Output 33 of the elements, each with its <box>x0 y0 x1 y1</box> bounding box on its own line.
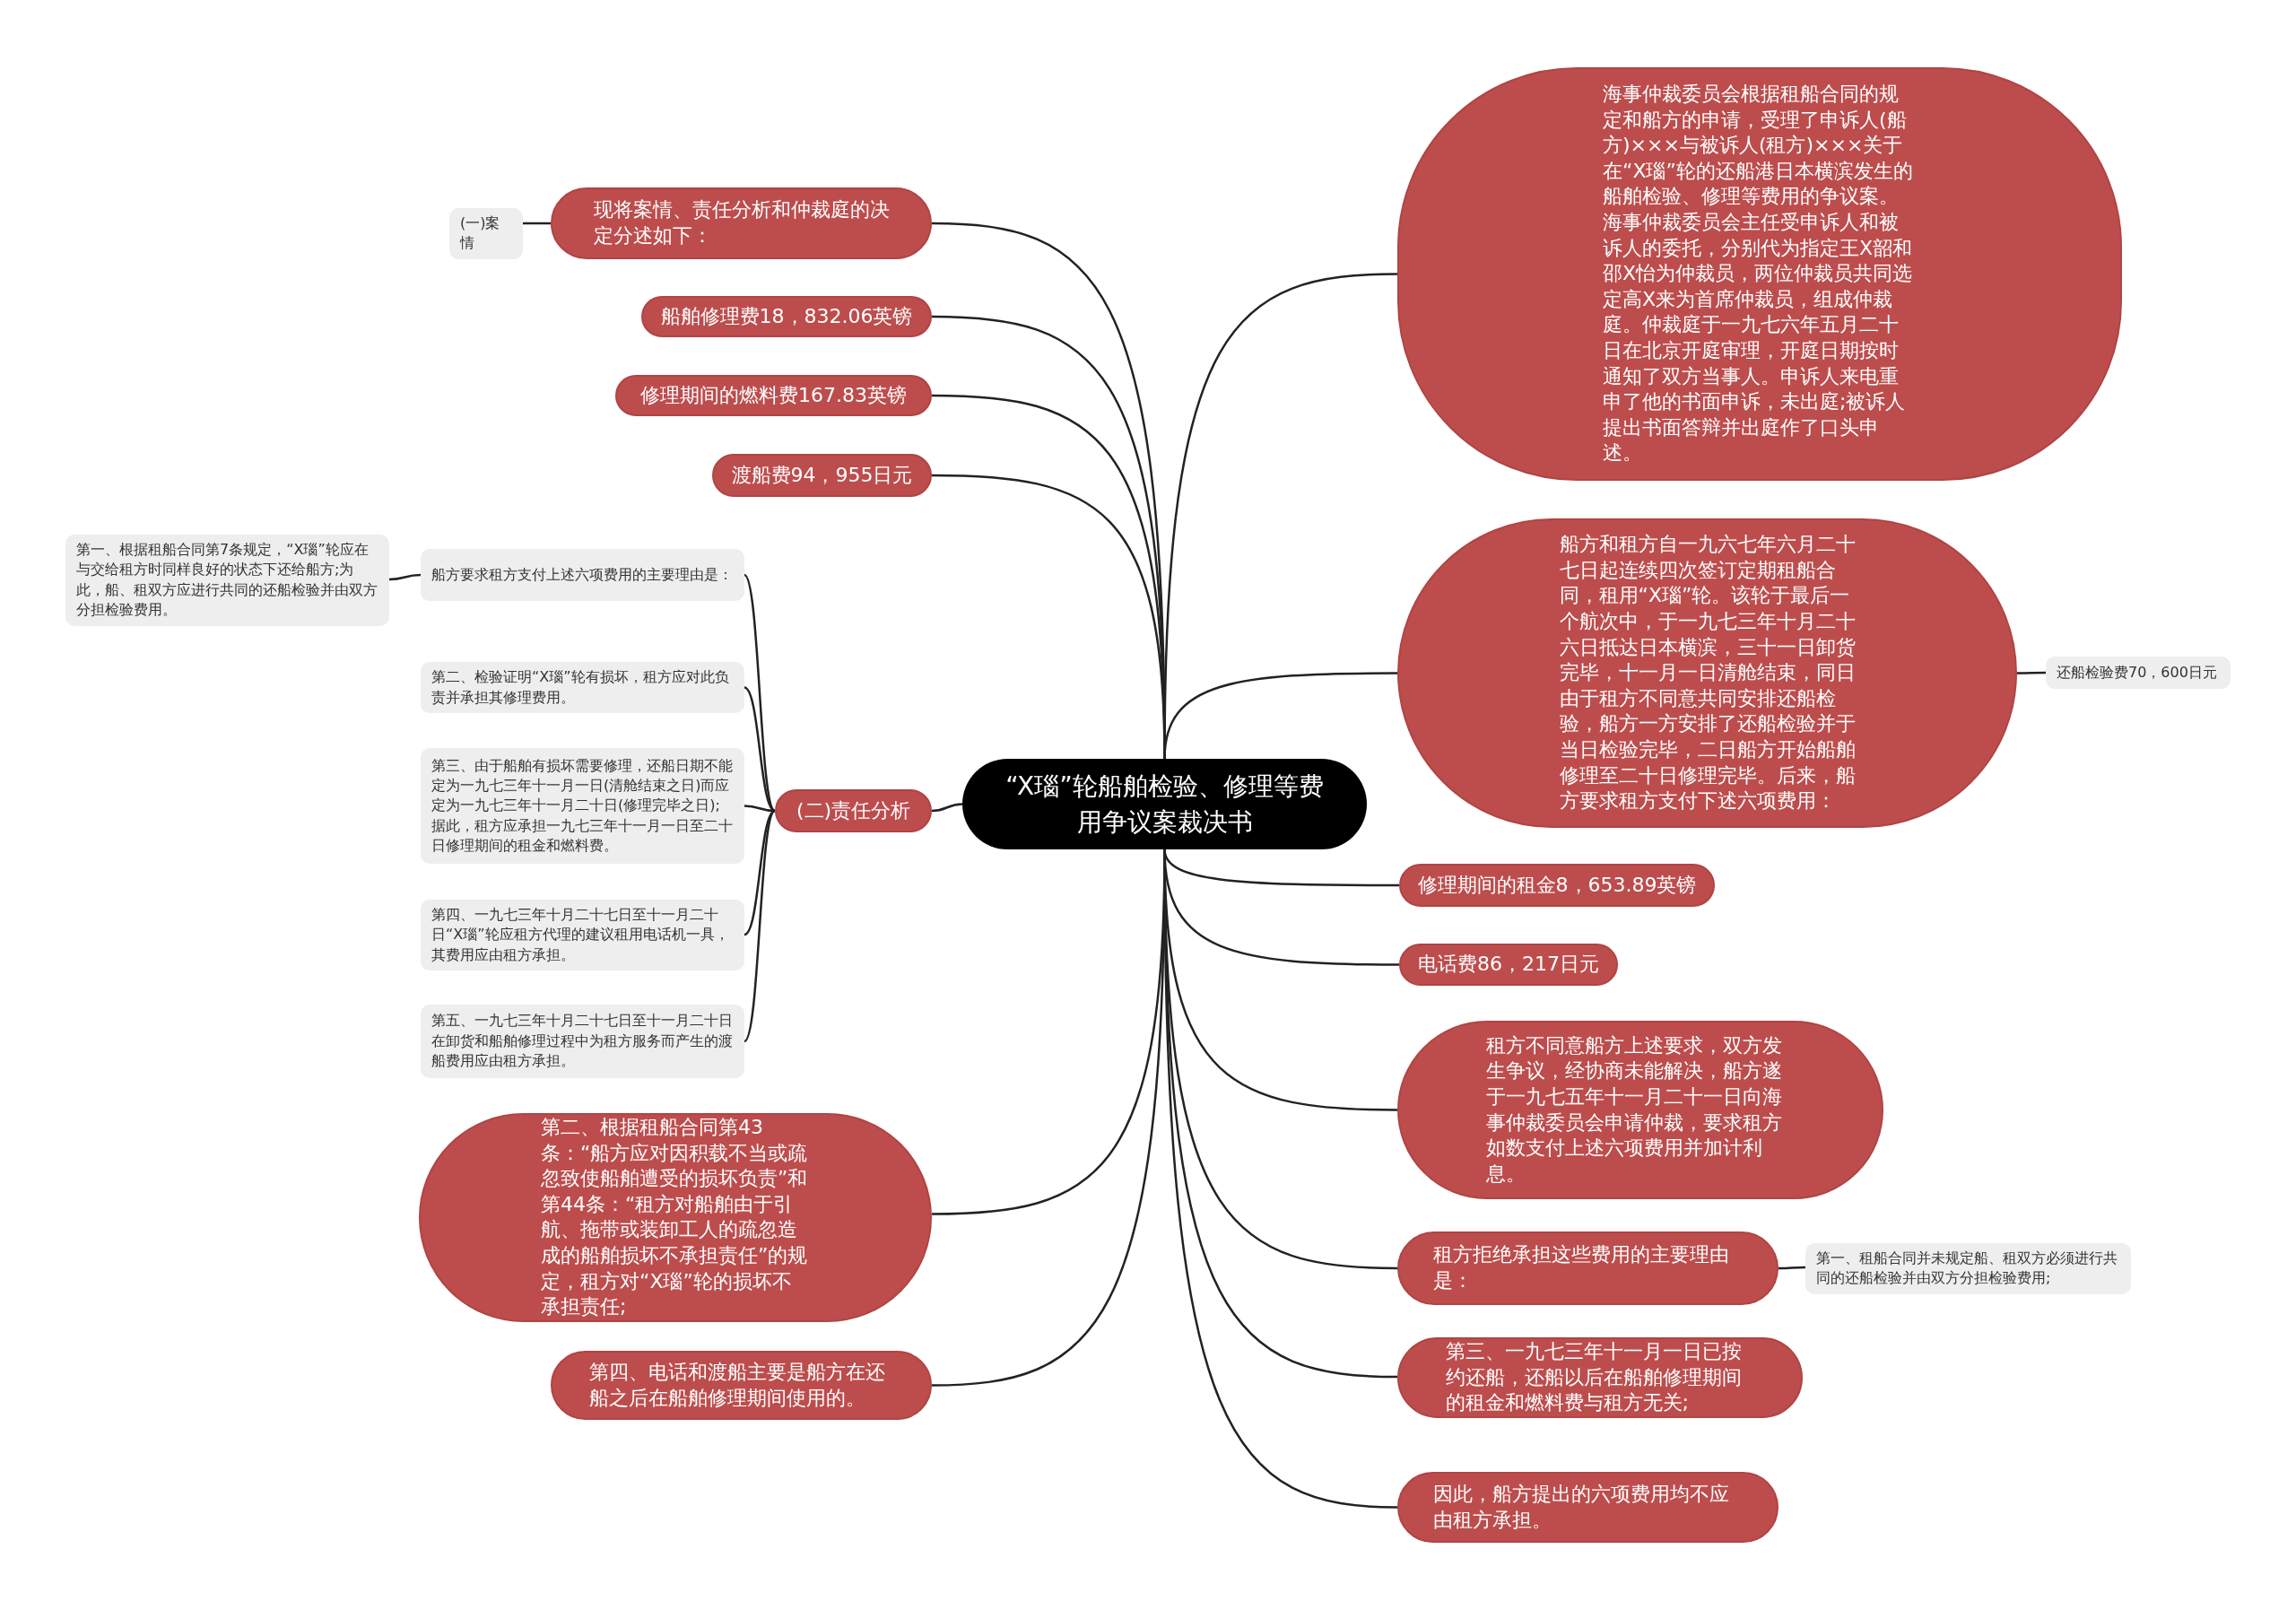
central-topic: “X瑙”轮船舶检验、修理等费用争议案裁决书 <box>962 759 1367 849</box>
note-card: (一)案情 <box>449 208 523 259</box>
topic-pill: 修理期间的燃料费167.83英镑 <box>615 375 932 416</box>
topic-pill: 电话费86，217日元 <box>1399 944 1618 986</box>
topic-pill: 因此，船方提出的六项费用均不应由租方承担。 <box>1397 1472 1779 1543</box>
connector-line <box>1779 1266 1805 1270</box>
connector-line <box>388 573 422 581</box>
connector-line <box>931 803 963 813</box>
topic-pill: 海事仲裁委员会根据租船合同的规定和船方的申请，受理了申诉人(船方)×××与被诉人(租方)×××关于在“X瑙”轮的还船港日本横滨发生的船舶检验、修理等费用的争议案。海事仲裁委员会主任受申诉人和被诉人的委托，分别代为指定王X韶和邵X怡为仲裁员，两位仲裁员共同选定高X来为首席仲裁员，组成仲裁庭。仲裁庭于一九七六年五月二十日在北京开庭审理，开庭日期按时通知了双方当事人。申诉人来电重申了他的书面申诉，未出庭;被诉人提出书面答辩并出庭作了口头申述。 <box>1397 67 2122 481</box>
note-card: 第一、租船合同并未规定船、租双方必须进行共同的还船检验并由双方分担检验费用; <box>1805 1243 2131 1294</box>
connector-line <box>2017 671 2046 674</box>
topic-pill: 第三、一九七三年十一月一日已按约还船，还船以后在船舶修理期间的租金和燃料费与租方无关; <box>1397 1337 1803 1418</box>
connector-line <box>1163 672 1397 760</box>
connector-line <box>523 222 551 225</box>
note-card: 船方要求租方支付上述六项费用的主要理由是： <box>421 549 744 601</box>
connector-line <box>744 574 776 812</box>
note-card: 第二、检验证明“X瑙”轮有损坏，租方应对此负责并承担其修理费用。 <box>421 662 744 713</box>
topic-pill: 第四、电话和渡船主要是船方在还船之后在船舶修理期间使用的。 <box>551 1351 932 1420</box>
topic-pill: 渡船费94，955日元 <box>712 454 932 497</box>
topic-pill: (二)责任分析 <box>775 789 932 832</box>
topic-pill: 租方拒绝承担这些费用的主要理由是： <box>1397 1231 1779 1305</box>
note-card: 第四、一九七三年十月二十七日至十一月二十日“X瑙”轮应租方代理的建议租用电话机一具，其费用应由租方承担。 <box>421 900 744 971</box>
topic-pill: 船方和租方自一九六七年六月二十七日起连续四次签订定期租船合同，租用“X瑙”轮。该轮于最后一个航次中，于一九七三年十月二十六日抵达日本横滨，三十一日卸货完毕，十一月一日清舱结束，同日由于租方不同意共同安排还船检验，船方一方安排了还船检验并于当日检验完毕，二日船方开始船舶修理至二十日修理完毕。后来，船方要求租方支付下述六项费用： <box>1397 518 2017 828</box>
topic-pill: 现将案情、责任分析和仲裁庭的决定分述如下： <box>551 187 932 259</box>
topic-pill: 修理期间的租金8，653.89英镑 <box>1399 864 1715 907</box>
note-card: 第三、由于船舶有损坏需要修理，还船日期不能定为一九七三年十一月一日(清舱结束之日)而应定为一九七三年十一月二十日(修理完毕之日);据此，租方应承担一九七三年十一月一日至二十日修理期间的租金和燃料费。 <box>421 748 744 864</box>
topic-pill: 租方不同意船方上述要求，双方发生争议，经协商未能解决，船方遂于一九七五年十一月二十一日向海事仲裁委员会申请仲裁，要求租方如数支付上述六项费用并加计利息。 <box>1397 1021 1883 1199</box>
note-card: 第一、根据租船合同第7条规定，“X瑙”轮应在与交给租方时同样良好的状态下还给船方;为此，船、租双方应进行共同的还船检验并由双方分担检验费用。 <box>65 535 389 626</box>
topic-pill: 第二、根据租船合同第43条：“船方应对因积载不当或疏忽致使船舶遭受的损坏负责”和第44条：“租方对船舶由于引航、拖带或装卸工人的疏忽造成的船舶损坏不承担责任”的规定，租方对“X瑙”轮的损坏不承担责任; <box>419 1113 932 1322</box>
connector-line <box>744 810 776 1042</box>
topic-pill: 船舶修理费18，832.06英镑 <box>641 296 932 337</box>
note-card: 第五、一九七三年十月二十七日至十一月二十日在卸货和船舶修理过程中为租方服务而产生的渡船费用应由租方承担。 <box>421 1005 744 1078</box>
note-card: 还船检验费70，600日元 <box>2046 657 2231 689</box>
